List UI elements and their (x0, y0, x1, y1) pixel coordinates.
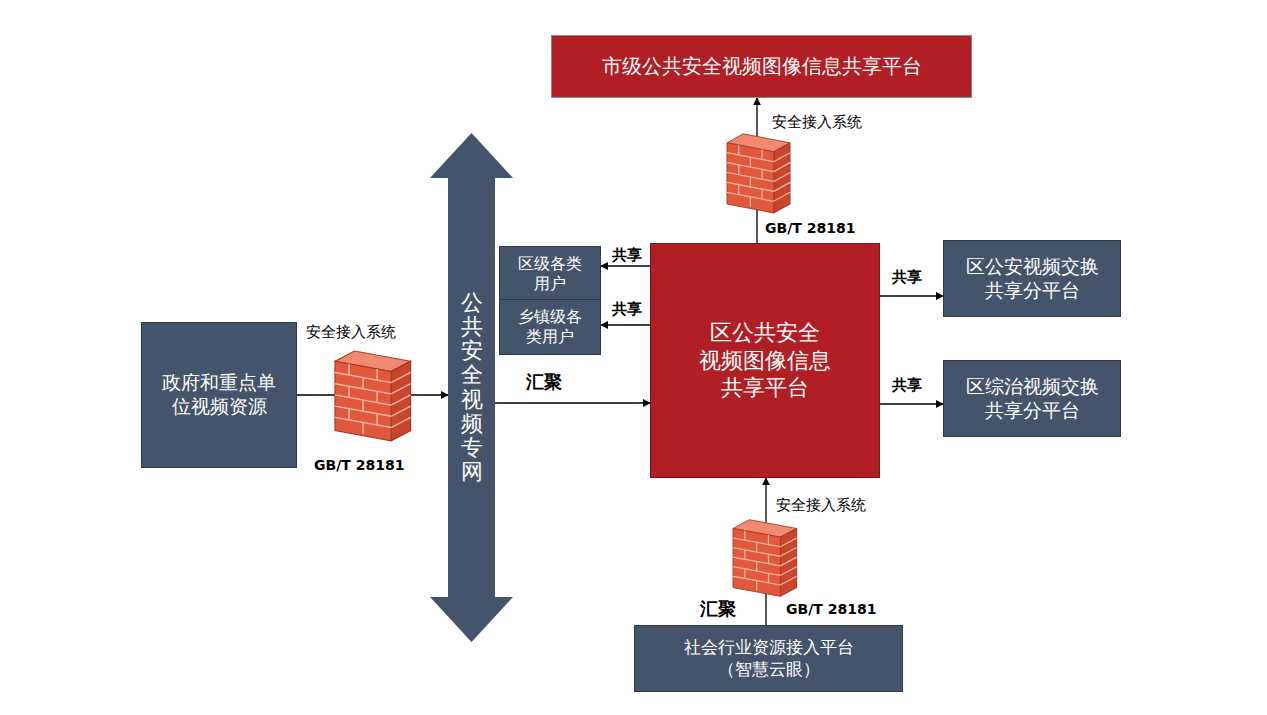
access-label: 安全接入系统 (774, 496, 868, 514)
standard-label: GB/T 28181 (763, 220, 857, 237)
node-label: 政府和重点单 位视频资源 (158, 371, 280, 419)
user-box: 区级各类 用户 (499, 246, 601, 302)
subplatform-box: 区公安视频交换 共享分平台 (943, 240, 1121, 317)
source-box: 政府和重点单 位视频资源 (141, 322, 297, 468)
user-box: 乡镇级各 类用户 (499, 299, 601, 355)
firewall-icon (733, 520, 797, 597)
connector-arrow (880, 295, 943, 296)
node-label: 区公安视频交换 共享分平台 (961, 255, 1103, 303)
subplatform-box: 区综治视频交换 共享分平台 (943, 360, 1121, 437)
edge-label: 共享 (610, 300, 644, 318)
network-label: 公共安全视频专网 (461, 291, 483, 485)
firewall-icon (335, 351, 411, 441)
firewall-icon (727, 134, 790, 213)
edge-label: 汇聚 (524, 371, 564, 393)
district-platform-box: 区公共安全 视频图像信息 共享平台 (650, 243, 880, 478)
edge-label: 共享 (610, 246, 644, 264)
connector-arrow (601, 265, 650, 266)
city-platform-box: 市级公共安全视频图像信息共享平台 (551, 35, 972, 98)
node-label: 乡镇级各 类用户 (515, 307, 585, 347)
node-label: 区综治视频交换 共享分平台 (961, 375, 1103, 423)
access-label: 安全接入系统 (770, 113, 864, 131)
standard-label: GB/T 28181 (784, 601, 878, 618)
node-label: 社会行业资源接入平台 （智慧云眼） (678, 637, 860, 680)
connector-arrow (880, 403, 943, 404)
network-arrow: 公共安全视频专网 (448, 133, 495, 642)
double-arrow-outline (430, 133, 513, 642)
connector-arrow (495, 402, 650, 403)
access-platform-box: 社会行业资源接入平台 （智慧云眼） (634, 625, 903, 692)
edge-label: 汇聚 (698, 598, 738, 620)
standard-label: GB/T 28181 (312, 457, 406, 474)
access-label: 安全接入系统 (304, 323, 398, 341)
edge-label: 共享 (890, 376, 924, 394)
node-label: 区公共安全 视频图像信息 共享平台 (694, 319, 836, 402)
connector-arrow (601, 324, 650, 325)
edge-label: 共享 (890, 268, 924, 286)
node-label: 市级公共安全视频图像信息共享平台 (602, 54, 922, 79)
node-label: 区级各类 用户 (515, 254, 585, 294)
